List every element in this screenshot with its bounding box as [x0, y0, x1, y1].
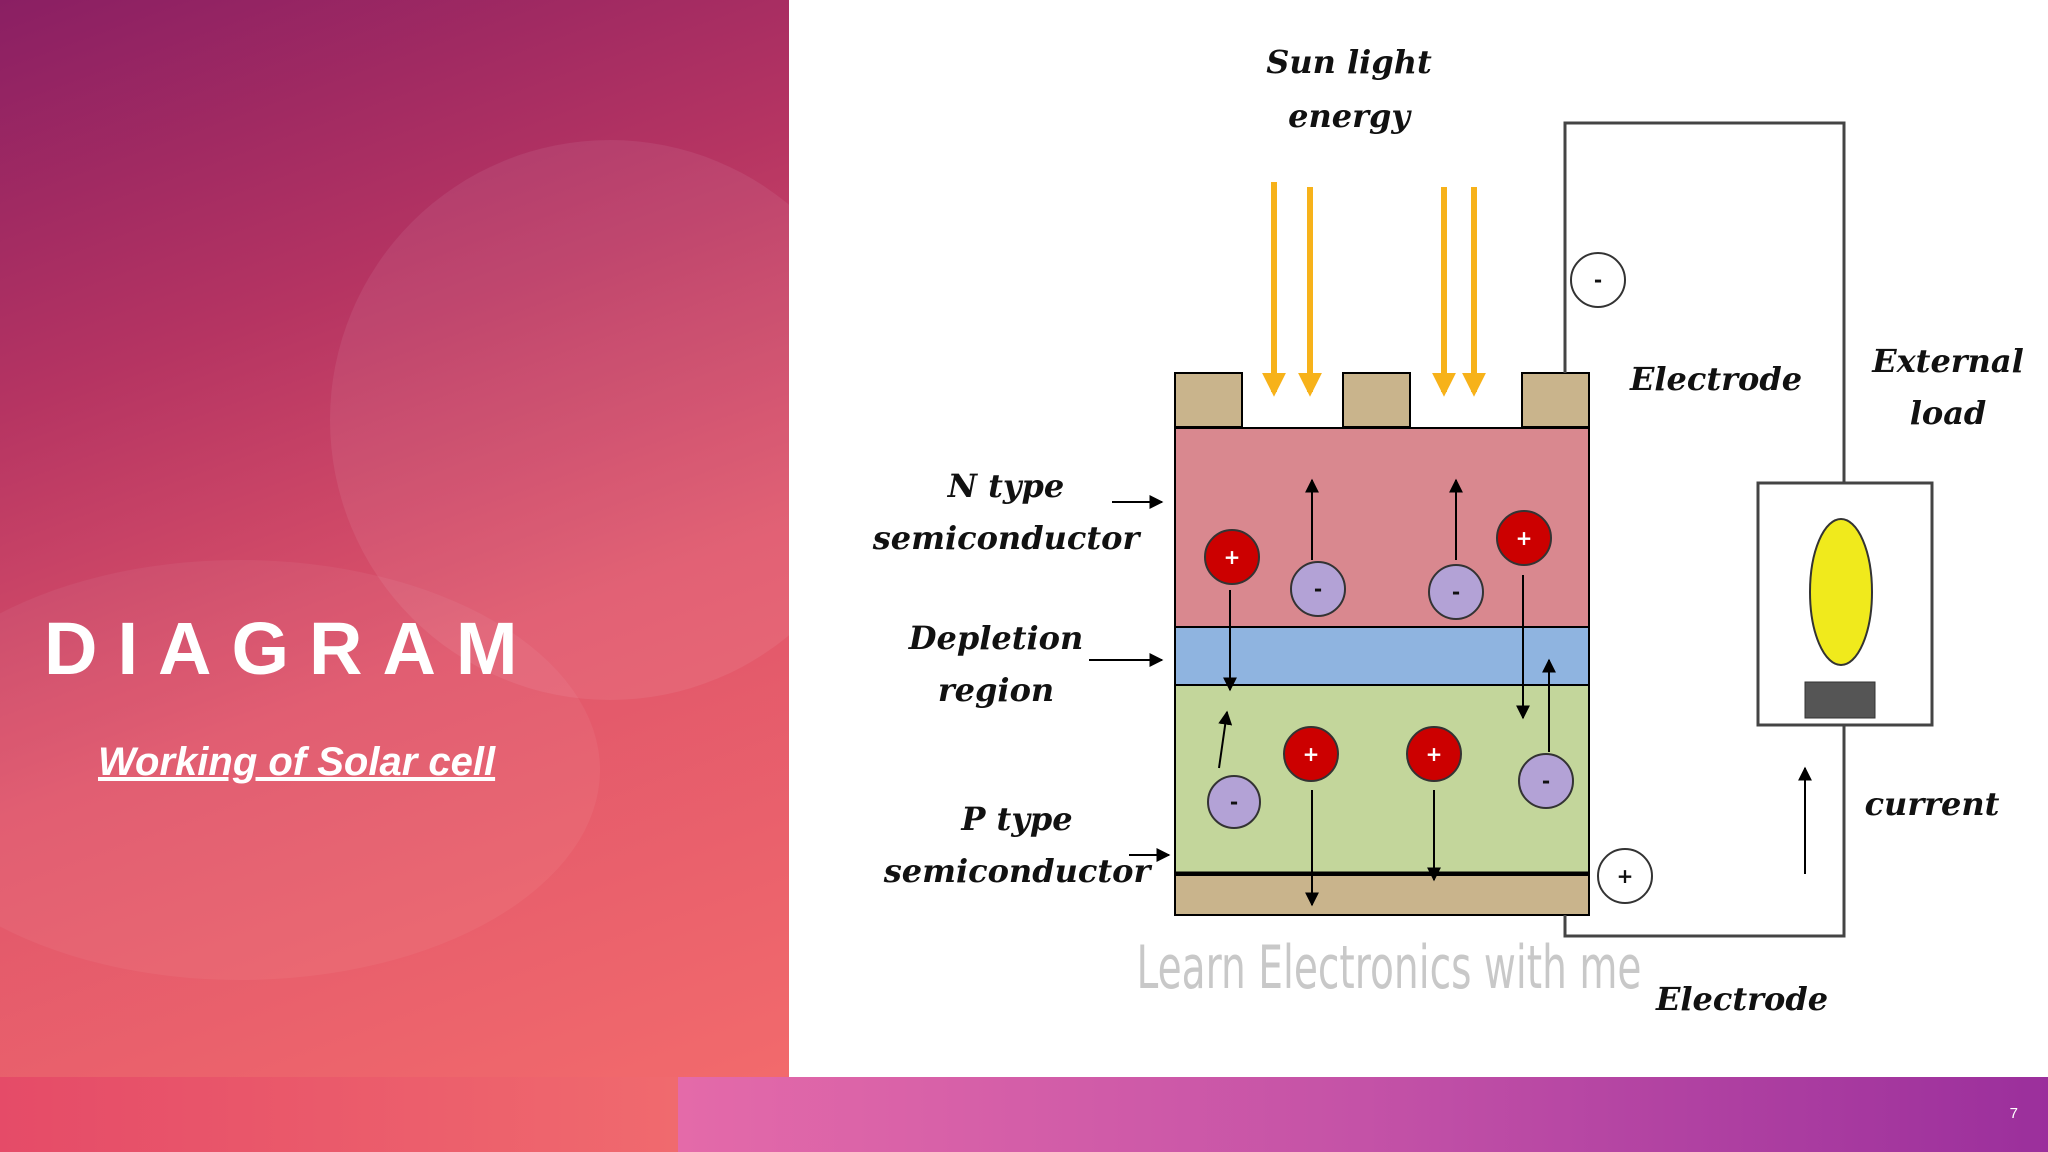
electrons: - - - - [1207, 561, 1574, 829]
carrier-paths [1218, 478, 1556, 907]
external-circuit [1563, 121, 1846, 938]
circuit-wire-bottom [1563, 725, 1846, 938]
external-load-label-line2: load [1910, 394, 1987, 432]
electron-particle: - [1290, 561, 1346, 617]
sunlight-label-line1: Sun light [1266, 43, 1432, 81]
depletion-region [1174, 626, 1590, 686]
decorative-circle [330, 140, 789, 700]
minus-sign: - [1542, 769, 1550, 793]
hole-particle: + [1204, 529, 1260, 585]
slide-title: DIAGRAM [44, 607, 538, 690]
electron-particle: - [1428, 564, 1484, 620]
plus-sign: + [1516, 526, 1533, 550]
top-electrodes [1174, 372, 1590, 428]
plus-sign: + [1617, 864, 1634, 888]
depletion-label-line2: region [938, 671, 1054, 709]
bulb-base [1804, 681, 1876, 719]
plus-sign: + [1303, 742, 1320, 766]
electrode-bottom-label: Electrode [1655, 980, 1828, 1018]
n-type-label: N type semiconductor [872, 467, 1142, 557]
decorative-circle [0, 560, 600, 980]
p-type-label: P type semiconductor [883, 800, 1153, 890]
title-panel: DIAGRAM Working of Solar cell [0, 0, 789, 1077]
top-electrode-contact [1174, 372, 1243, 428]
watermark-text: Learn Electronics with me [1137, 933, 1642, 1003]
external-load [1756, 481, 1934, 727]
p-type-label-line1: P type [960, 800, 1072, 838]
footer-band [0, 1077, 2048, 1152]
depletion-label-line1: Depletion [908, 619, 1084, 657]
electron-particle: - [1207, 775, 1261, 829]
hole-particle: + [1496, 510, 1552, 566]
positive-terminal: + [1597, 848, 1653, 904]
circuit-wire-top [1563, 121, 1846, 483]
depletion-label: Depletion region [908, 619, 1084, 709]
bulb-icon [1809, 518, 1873, 666]
minus-sign: - [1230, 790, 1238, 814]
top-electrode-contact [1521, 372, 1590, 428]
solar-cell-diagram: Sun light energy [789, 0, 2048, 1077]
plus-sign: + [1224, 545, 1241, 569]
hole-particle: + [1283, 726, 1339, 782]
footer-band-right [678, 1077, 2048, 1152]
sunlight-label: Sun light energy [1266, 43, 1432, 135]
plus-sign: + [1426, 742, 1443, 766]
negative-terminal: - [1570, 252, 1626, 308]
n-type-label-line2: semiconductor [872, 519, 1142, 557]
external-load-label: External load [1871, 342, 2024, 432]
external-load-label-line1: External [1871, 342, 2024, 380]
page-number: 7 [2009, 1105, 2018, 1122]
current-label: current [1865, 785, 2000, 823]
minus-sign: - [1594, 268, 1602, 292]
minus-sign: - [1452, 580, 1460, 604]
sun-rays [1262, 182, 1486, 397]
n-type-label-line1: N type [947, 467, 1065, 505]
electron-path-arrow [1218, 710, 1233, 769]
top-electrode-contact [1342, 372, 1411, 428]
slide-subtitle: Working of Solar cell [98, 740, 496, 784]
hole-particle: + [1406, 726, 1462, 782]
bottom-electrode [1174, 874, 1590, 916]
footer-band-left [0, 1077, 678, 1152]
electron-particle: - [1518, 753, 1574, 809]
holes: + + + + [1204, 510, 1552, 782]
minus-sign: - [1314, 577, 1322, 601]
sunlight-label-line2: energy [1288, 97, 1412, 135]
electrode-top-label: Electrode [1629, 360, 1802, 398]
p-type-label-line2: semiconductor [883, 852, 1153, 890]
